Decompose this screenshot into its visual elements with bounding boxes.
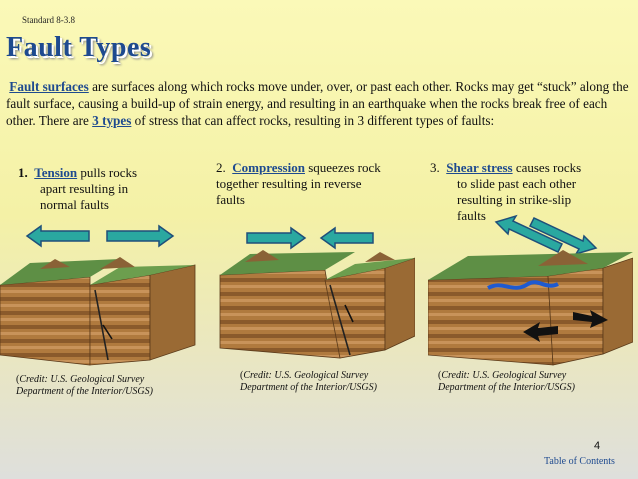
shear-line3: resulting in strike-slip <box>457 192 572 207</box>
credit-2-line2: Department of the Interior/USGS) <box>240 382 377 393</box>
credit-1: (Credit: U.S. Geological Survey Departme… <box>16 374 216 398</box>
credit-1-line2: Department of the Interior/USGS) <box>16 386 153 397</box>
compression-line1: squeezes rock <box>304 160 381 175</box>
credit-1-open: ( <box>16 374 20 385</box>
shear-line4: faults <box>457 208 486 223</box>
intro-text-2: of stress that can affect rocks, resulti… <box>131 113 495 128</box>
credit-3: (Credit: U.S. Geological Survey Departme… <box>438 370 638 394</box>
compression-number: 2. <box>216 160 226 175</box>
tension-term: Tension <box>34 165 78 180</box>
shear-arrows <box>494 214 598 256</box>
tension-description: 1. Tension pulls rocks apart resulting i… <box>18 165 198 213</box>
shear-line2: to slide past each other <box>457 176 577 191</box>
three-types-term: 3 types <box>92 113 132 128</box>
intro-paragraph: Fault surfaces are surfaces along which … <box>6 78 632 129</box>
credit-3-line1: Credit: U.S. Geological Survey <box>441 370 567 381</box>
tension-arrows <box>25 224 175 248</box>
compression-description: 2. Compression squeezes rock together re… <box>216 160 416 208</box>
compression-line3: faults <box>216 192 245 207</box>
credit-3-open: ( <box>438 370 442 381</box>
slip-right-arrow-icon <box>573 310 608 328</box>
credit-1-line1: Credit: U.S. Geological Survey <box>19 374 145 385</box>
table-of-contents-link[interactable]: Table of Contents <box>544 456 615 467</box>
shear-up-arrow-icon <box>494 214 564 253</box>
tension-line3: normal faults <box>40 197 109 212</box>
strike-slip-fault-diagram <box>428 250 633 366</box>
tension-number: 1. <box>18 165 28 180</box>
shear-description: 3. Shear stress causes rocks to slide pa… <box>430 160 630 224</box>
right-arrow-icon <box>106 224 175 248</box>
shear-down-arrow-icon <box>528 217 598 256</box>
credit-3-line2: Department of the Interior/USGS) <box>438 382 575 393</box>
credit-2-line1: Credit: U.S. Geological Survey <box>243 370 369 381</box>
reverse-fault-diagram <box>219 250 415 359</box>
shear-term: Shear stress <box>446 160 513 175</box>
normal-fault-diagram <box>0 257 196 366</box>
tension-line2: apart resulting in <box>40 181 129 196</box>
fault-surfaces-term: Fault surfaces <box>9 79 89 94</box>
credit-2-open: ( <box>240 370 244 381</box>
compression-line2: together resulting in reverse <box>216 176 362 191</box>
right-arrow-icon <box>246 226 307 250</box>
shear-line1: causes rocks <box>512 160 582 175</box>
tension-line1: pulls rocks <box>77 165 138 180</box>
left-arrow-icon <box>319 226 374 250</box>
left-arrow-icon <box>25 224 90 248</box>
compression-arrows <box>246 226 374 250</box>
compression-term: Compression <box>232 160 305 175</box>
shear-number: 3. <box>430 160 440 175</box>
intro-text-1: are surfaces along which rocks move unde… <box>6 79 629 128</box>
page-title: Fault Types <box>6 32 152 63</box>
standard-label: Standard 8-3.8 <box>22 15 75 25</box>
page-number: 4 <box>594 440 601 452</box>
credit-2: (Credit: U.S. Geological Survey Departme… <box>240 370 440 394</box>
slip-left-arrow-icon <box>523 322 558 342</box>
